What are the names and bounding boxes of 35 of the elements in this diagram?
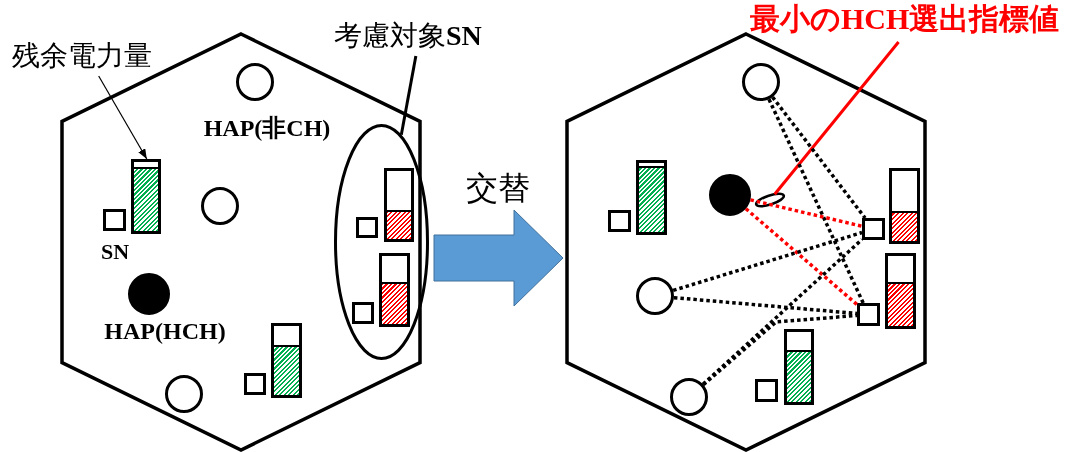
battery-bar (271, 323, 302, 398)
battery-bar (885, 253, 916, 329)
sn-square (857, 303, 880, 326)
callout-text: 考慮対象SN (334, 22, 482, 50)
sn-square (244, 373, 266, 395)
dotted-connector (702, 313, 858, 386)
sn-square (352, 302, 374, 324)
sn-square (356, 217, 378, 238)
node-label: HAP(非CH) (203, 116, 331, 140)
node-label: SN (100, 241, 130, 263)
battery-bar (889, 168, 920, 244)
dotted-connector (701, 238, 864, 386)
leader-line (98, 75, 148, 160)
battery-bar (131, 159, 161, 234)
sn-square (755, 379, 778, 402)
edge-label: 交替 (465, 172, 530, 204)
leader-line (399, 55, 418, 136)
leader-line (773, 41, 900, 196)
callout-text: 残余電力量 (12, 42, 152, 70)
sn-square (608, 210, 631, 232)
battery-bar (636, 160, 667, 235)
callout-text: 最小のHCH選出指標値 (750, 4, 1060, 34)
sn-square (103, 209, 126, 231)
dotted-connector (767, 98, 865, 304)
dotted-connector (672, 230, 863, 293)
block-arrow (433, 209, 564, 307)
sn-square (862, 218, 885, 240)
battery-bar (379, 253, 410, 327)
battery-bar (384, 168, 414, 242)
dotted-connector (744, 207, 859, 306)
dotted-connector (771, 96, 867, 220)
dotted-connector (750, 198, 863, 228)
dotted-connector (673, 295, 858, 316)
node-label: HAP(HCH) (104, 319, 226, 343)
battery-bar (784, 329, 814, 405)
